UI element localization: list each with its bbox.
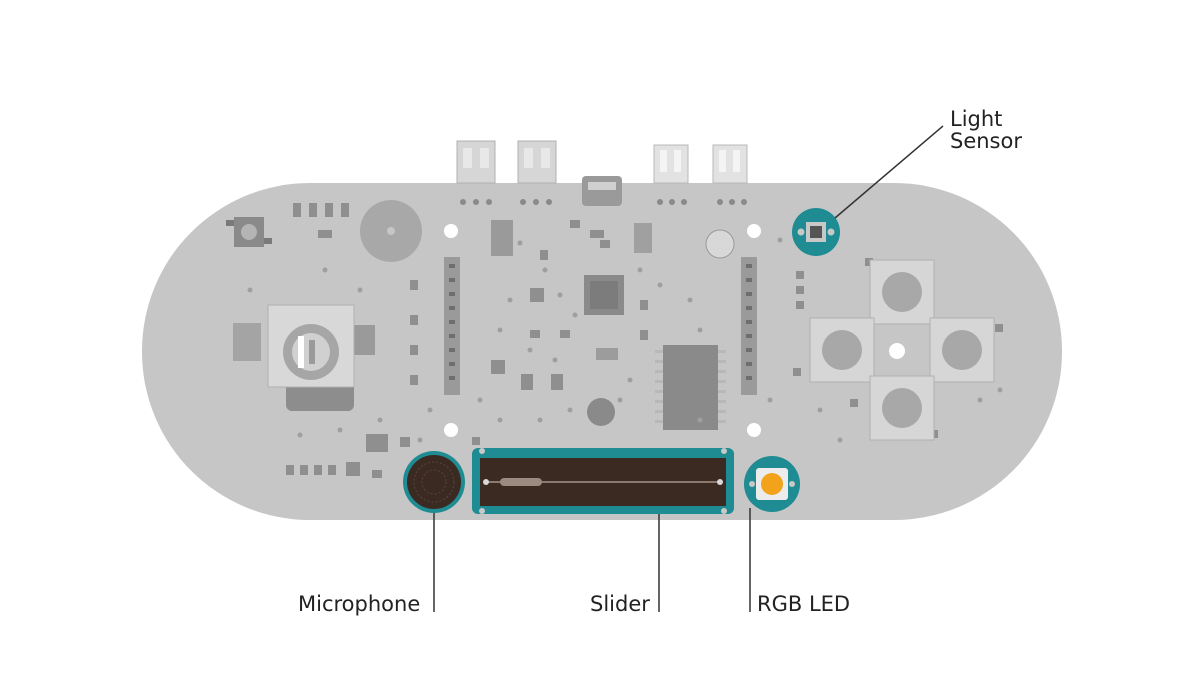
small-components <box>286 203 1003 478</box>
header-strips <box>444 257 757 395</box>
rgb-led-label: RGB LED <box>757 592 851 616</box>
light-sensor-label-line-1: Light <box>950 107 1003 131</box>
slider <box>472 448 734 514</box>
dpad-top-button <box>869 259 935 325</box>
slider-label: Slider <box>590 592 650 616</box>
dpad <box>809 259 995 441</box>
microphone-label: Microphone <box>298 592 421 616</box>
light-sensor-leader <box>834 125 944 219</box>
dpad-left-button <box>809 317 875 383</box>
microcontroller <box>584 275 624 315</box>
dpad-bottom-button <box>869 375 935 441</box>
mounting-holes <box>444 224 905 437</box>
light-sensor <box>792 208 840 256</box>
multiplexer-chip <box>655 345 726 430</box>
connector-pins <box>460 199 747 205</box>
buzzer <box>360 200 422 262</box>
dpad-right-button <box>929 317 995 383</box>
usb-port <box>582 176 622 206</box>
light-sensor-label-line-2: Sensor <box>950 129 1022 153</box>
microphone <box>403 451 465 513</box>
light-sensor-label: Light Sensor <box>950 108 1022 152</box>
reset-switch <box>226 217 272 247</box>
leader-lines <box>433 125 944 612</box>
joystick <box>233 304 375 411</box>
top-connectors <box>456 140 748 206</box>
rgb-led <box>744 456 800 512</box>
